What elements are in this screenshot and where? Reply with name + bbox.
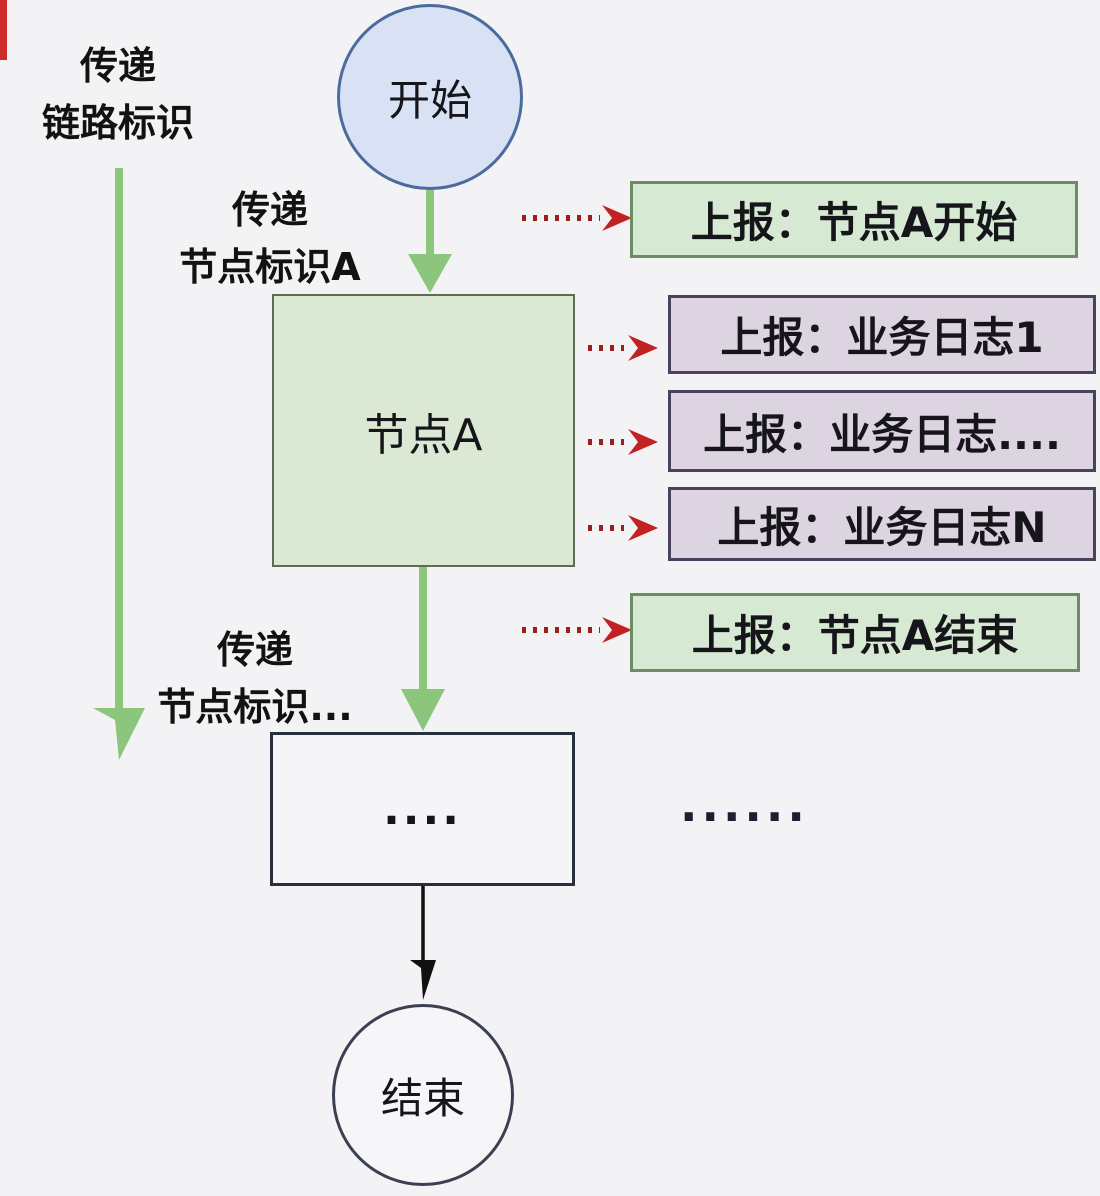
label-pass-node-id-next: 传递 节点标识...: [110, 622, 400, 736]
report-box-log-n-label: 上报：业务日志N: [717, 502, 1047, 552]
nodea-to-placeholder-arrow: [401, 567, 445, 731]
dotted-arrow-log-dots: [588, 429, 658, 455]
label-pass-link-id: 传递 链路标识: [13, 38, 223, 152]
end-node: 结束: [332, 1004, 514, 1186]
node-a: 节点A: [272, 294, 575, 567]
dotted-arrow-log-n: [588, 515, 658, 541]
start-node: 开始: [337, 4, 523, 190]
report-box-node-a-end: 上报：节点A结束: [630, 593, 1080, 672]
node-a-label: 节点A: [364, 409, 483, 461]
report-box-log-1-label: 上报：业务日志1: [720, 313, 1044, 362]
report-box-log-n: 上报：业务日志N: [668, 487, 1096, 561]
placeholder-node: ....: [270, 732, 575, 886]
label-pass-node-id-a: 传递 节点标识A: [120, 182, 420, 296]
label-pass-node-id-a-line1: 传递: [231, 188, 308, 232]
start-node-label: 开始: [387, 75, 472, 125]
label-pass-node-id-next-line2: 节点标识...: [157, 685, 353, 729]
label-pass-node-id-a-line2: 节点标识A: [179, 245, 361, 289]
dotted-arrow-report-start: [522, 205, 632, 231]
dotted-arrow-report-end: [522, 617, 632, 643]
label-pass-link-id-line2: 链路标识: [41, 101, 194, 145]
left-edge-red-tick: [0, 0, 7, 60]
label-pass-node-id-next-line1: 传递: [216, 628, 293, 672]
report-box-node-a-start: 上报：节点A开始: [630, 181, 1078, 258]
start-to-nodea-arrow: [408, 190, 452, 293]
label-pass-link-id-line1: 传递: [79, 44, 156, 88]
report-box-log-etc-label: 上报：业务日志....: [703, 409, 1061, 459]
report-box-log-etc: 上报：业务日志....: [668, 390, 1096, 472]
dotted-arrow-log1: [588, 335, 658, 361]
report-box-log-1: 上报：业务日志1: [668, 295, 1096, 374]
report-box-node-a-start-label: 上报：节点A开始: [690, 198, 1018, 247]
report-box-node-a-end-label: 上报：节点A结束: [691, 611, 1019, 660]
end-node-label: 结束: [380, 1073, 465, 1123]
link-id-green-arrow: [93, 168, 145, 760]
more-reports-ellipsis: ......: [680, 778, 809, 832]
placeholder-node-label: ....: [383, 783, 462, 835]
placeholder-to-end-arrow: [410, 886, 436, 1000]
